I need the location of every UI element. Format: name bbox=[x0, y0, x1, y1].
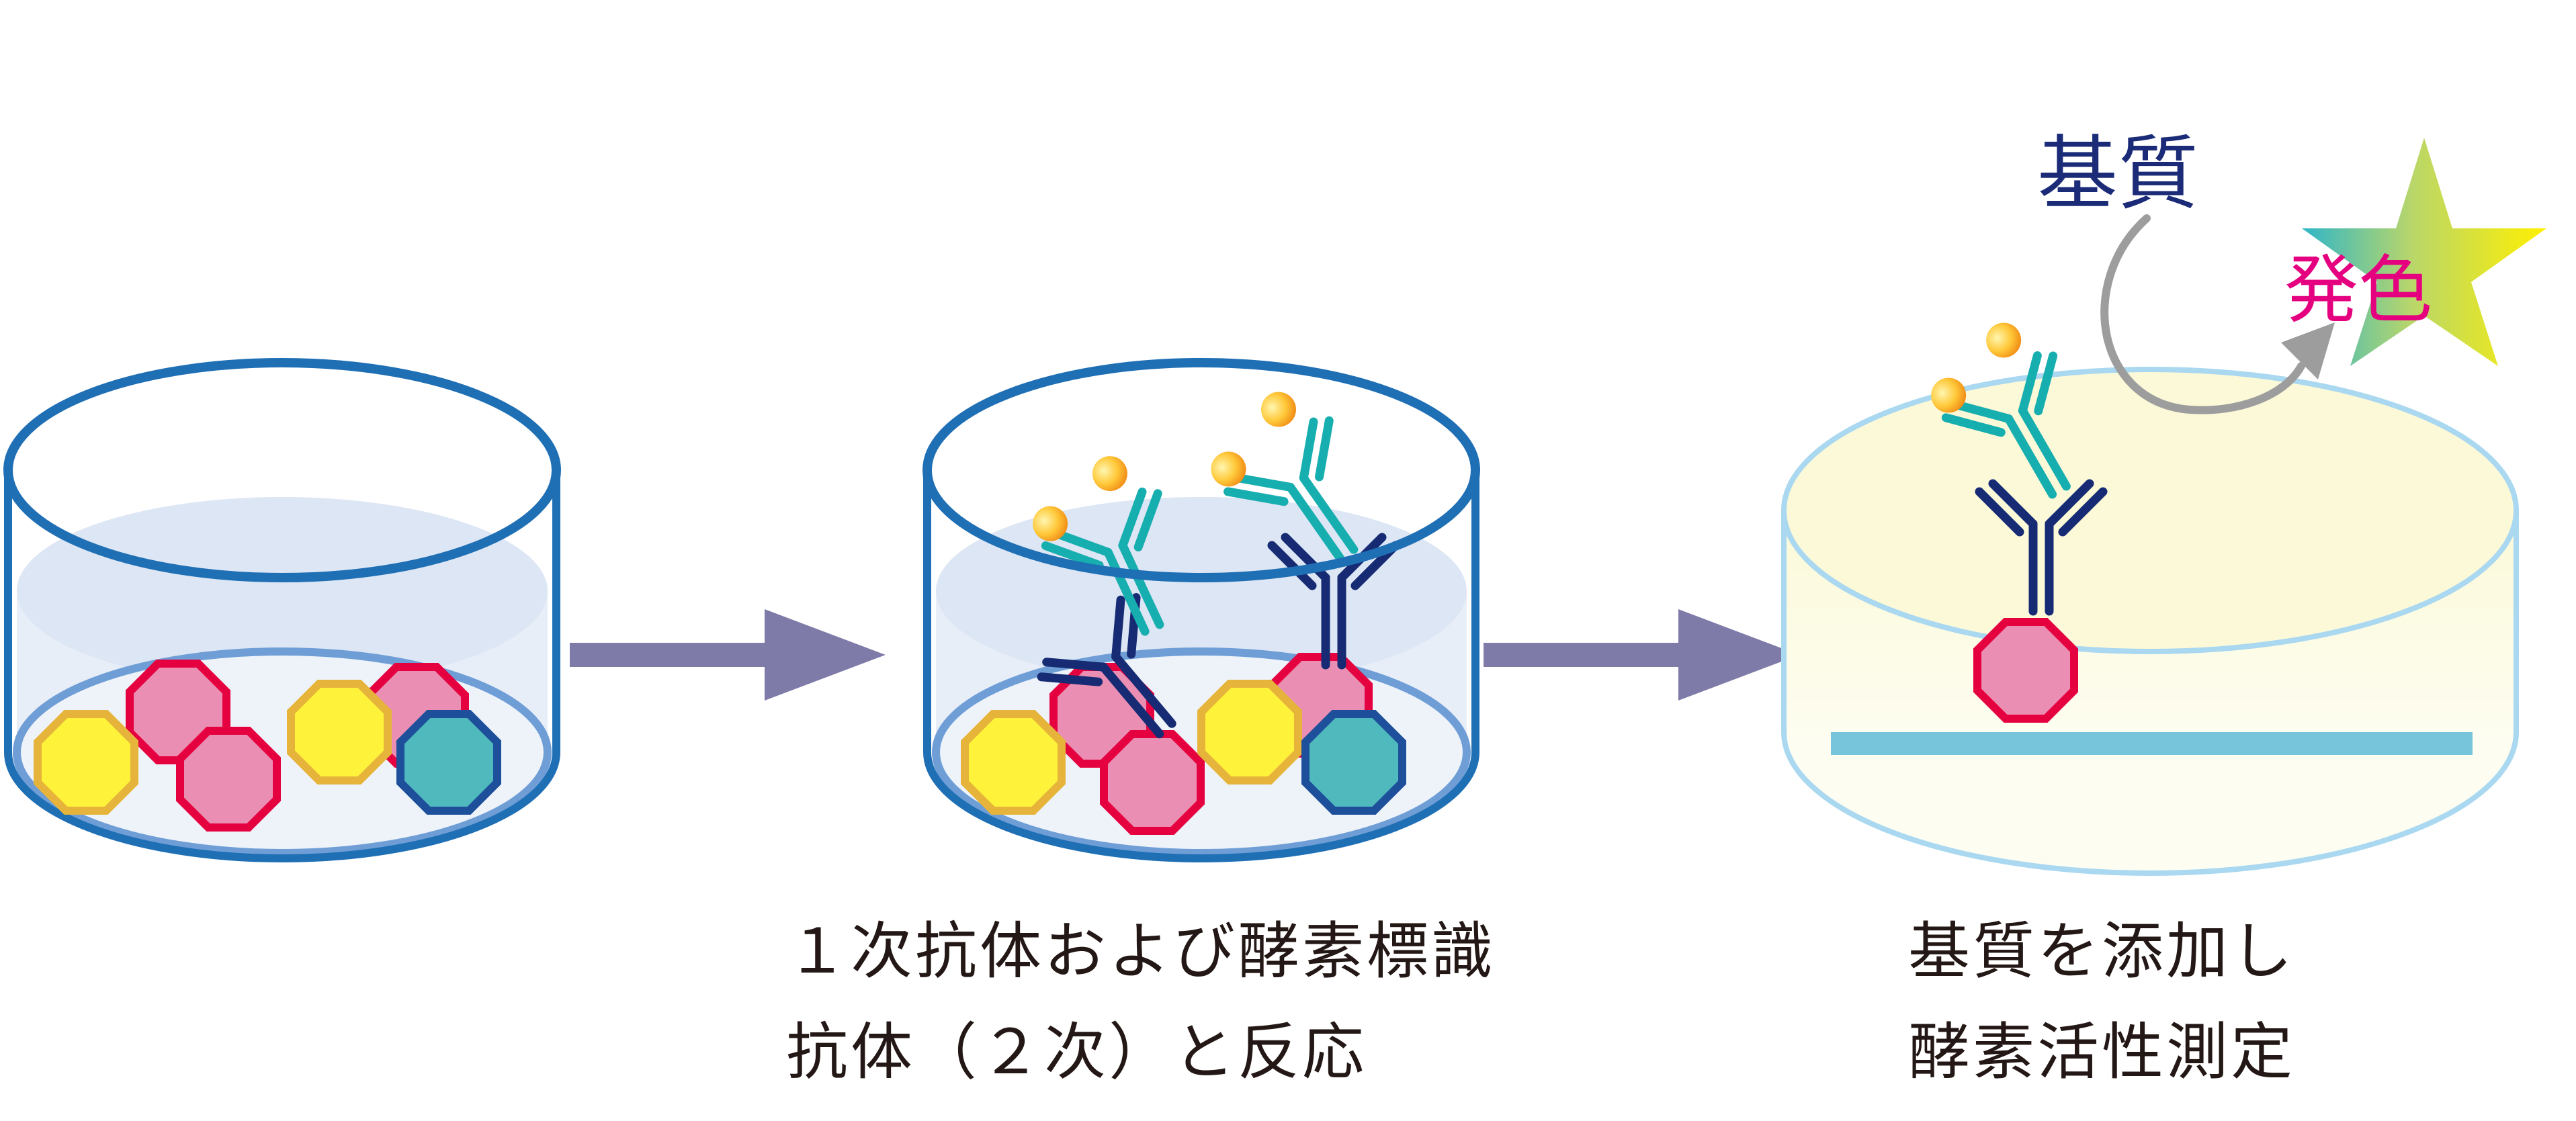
antigen-teal bbox=[1305, 714, 1402, 811]
well-plate bbox=[1781, 308, 2519, 876]
antigen-yellow bbox=[1201, 684, 1298, 780]
antigen-pink bbox=[1104, 734, 1201, 831]
color-development-star bbox=[2302, 138, 2546, 366]
dish-1 bbox=[8, 363, 556, 858]
antigen-pink bbox=[180, 731, 277, 827]
substrate-label: 基質 bbox=[2037, 128, 2198, 221]
dish-2 bbox=[927, 363, 1475, 858]
antigen-yellow bbox=[38, 714, 134, 811]
caption-step-3-line-1: 基質を添加し bbox=[1908, 915, 2296, 987]
caption-step-2: １次抗体および酵素標識 抗体（２次）と反応 bbox=[786, 901, 1496, 1103]
antigen-yellow bbox=[965, 714, 1062, 811]
color-development-label: 発色 bbox=[2284, 247, 2432, 333]
antigen-yellow bbox=[291, 684, 388, 780]
arrow-step-2 bbox=[1484, 609, 1799, 701]
antigen-teal bbox=[400, 714, 497, 811]
caption-step-2-line-1: １次抗体および酵素標識 bbox=[786, 915, 1496, 987]
caption-step-3: 基質を添加し 酵素活性測定 bbox=[1908, 901, 2295, 1103]
solid-phase-bar bbox=[1831, 732, 2473, 755]
arrow-step-1 bbox=[570, 609, 886, 701]
caption-step-3-line-2: 酵素活性測定 bbox=[1908, 1016, 2296, 1088]
reaction-curve-arrow bbox=[2100, 214, 2335, 414]
caption-step-2-line-2: 抗体（２次）と反応 bbox=[786, 1016, 1367, 1088]
antigen-pink bbox=[1977, 622, 2074, 719]
